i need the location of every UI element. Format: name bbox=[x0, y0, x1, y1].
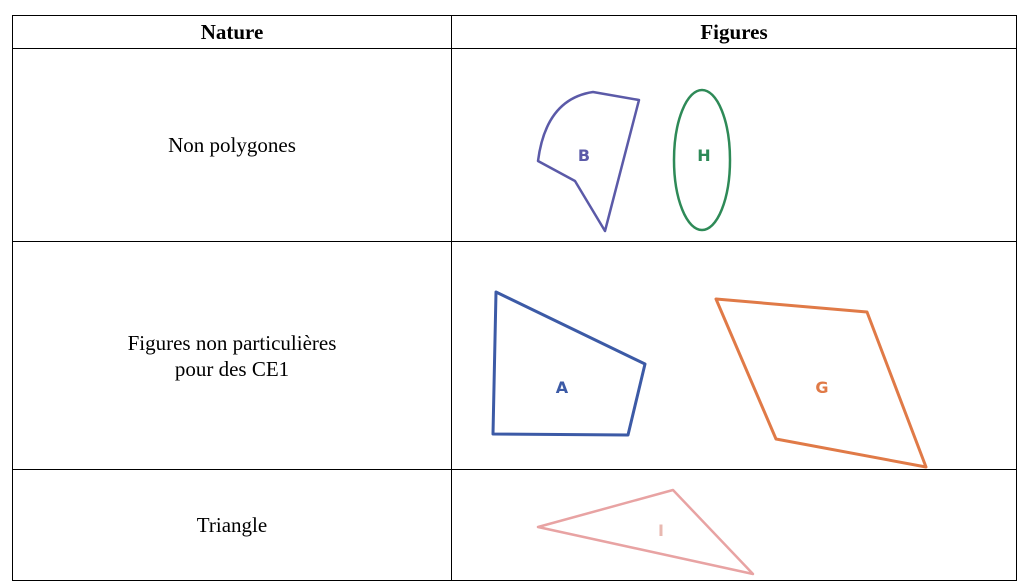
nature-cell: Triangle bbox=[12, 469, 452, 581]
nature-label: Figures non particulières pour des CE1 bbox=[128, 330, 337, 382]
header-row: Nature Figures bbox=[12, 15, 1017, 49]
figures-non-particulieres: A G bbox=[491, 290, 928, 469]
figure-a-shape bbox=[491, 290, 647, 437]
nature-cell: Figures non particulières pour des CE1 bbox=[12, 241, 452, 470]
figure-b-shape bbox=[536, 90, 641, 233]
header-figures: Figures bbox=[451, 15, 1017, 49]
figures-cell: I bbox=[451, 469, 1017, 581]
nature-cell: Non polygones bbox=[12, 48, 452, 242]
figure-g-shape bbox=[714, 297, 928, 469]
nature-label: Non polygones bbox=[168, 133, 296, 157]
header-nature: Nature bbox=[12, 15, 452, 49]
nature-label-line-2: pour des CE1 bbox=[174, 356, 290, 381]
nature-label-line-1: Figures non particulières bbox=[127, 330, 337, 355]
classification-table: Nature Figures Non polygones B H bbox=[12, 15, 1017, 581]
figure-h-shape bbox=[672, 88, 732, 232]
figure-i-shape bbox=[536, 488, 755, 576]
figures-cell: B H bbox=[451, 48, 1017, 242]
nature-label: Triangle bbox=[196, 513, 268, 537]
table-row: Non polygones B H bbox=[12, 48, 1017, 242]
figures-non-polygones: B H bbox=[536, 88, 732, 233]
figure-a-label: A bbox=[556, 378, 569, 397]
figures-triangle: I bbox=[536, 488, 755, 576]
figure-g-label: G bbox=[815, 378, 828, 397]
figure-b-label: B bbox=[578, 146, 590, 165]
table-row: Figures non particulières pour des CE1 A… bbox=[12, 241, 1017, 470]
figure-h-label: H bbox=[697, 146, 710, 165]
figures-cell: A G bbox=[451, 241, 1017, 470]
table-row: Triangle I bbox=[12, 469, 1017, 581]
figure-i-label: I bbox=[658, 521, 664, 540]
